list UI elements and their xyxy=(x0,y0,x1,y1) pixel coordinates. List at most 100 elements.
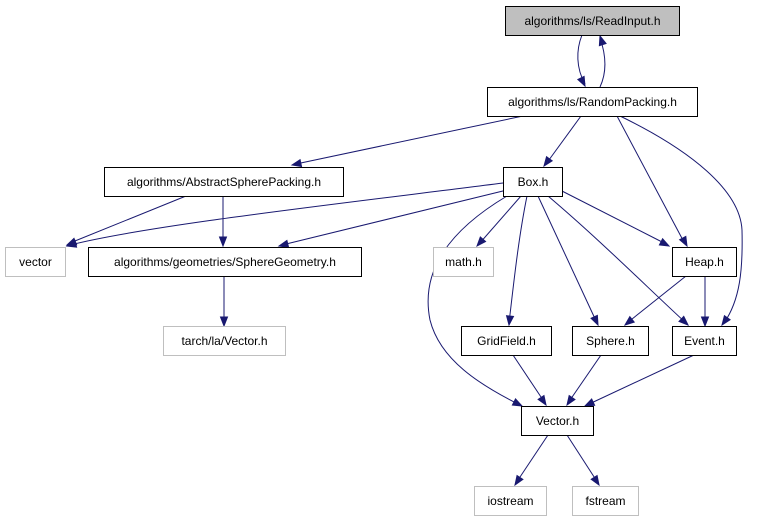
edge-vectorh-to-iostream xyxy=(514,434,549,487)
edge-arrowhead xyxy=(511,397,524,407)
edge-arrowhead xyxy=(543,155,554,168)
node-label: algorithms/geometries/SphereGeometry.h xyxy=(114,255,336,269)
edge-gridfield-to-vectorh xyxy=(512,354,547,407)
edge-line xyxy=(478,195,522,245)
node-box xyxy=(88,247,362,277)
node-box xyxy=(521,406,594,436)
edge-line xyxy=(512,354,546,404)
edge-arrowhead xyxy=(590,474,600,487)
edge-sphere-to-vectorh xyxy=(566,354,602,407)
node-label: fstream xyxy=(585,494,625,508)
edge-randompacking-to-heap xyxy=(616,115,688,248)
edge-line xyxy=(559,189,667,245)
edges-layer xyxy=(65,34,743,487)
node-label: Box.h xyxy=(518,175,549,189)
edge-arrowhead xyxy=(700,316,710,328)
node-box xyxy=(672,326,737,356)
edge-arrowhead xyxy=(566,394,576,407)
node-box xyxy=(461,326,552,356)
edge-heap-to-event xyxy=(700,276,710,328)
node-box xyxy=(672,247,737,277)
node-spheregeometry[interactable]: algorithms/geometries/SphereGeometry.h xyxy=(88,247,362,277)
node-sphere[interactable]: Sphere.h xyxy=(572,326,649,356)
edge-heap-to-sphere xyxy=(623,275,687,326)
edge-box-to-event xyxy=(547,195,690,326)
node-label: Vector.h xyxy=(536,414,579,428)
node-label: Heap.h xyxy=(685,255,724,269)
node-vectorh[interactable]: Vector.h xyxy=(521,406,594,436)
edge-arrowhead xyxy=(514,474,524,487)
edge-line xyxy=(281,189,508,246)
edge-randompacking-to-readinput xyxy=(598,34,607,88)
edge-line xyxy=(545,115,582,165)
edge-randompacking-to-box xyxy=(543,115,582,168)
edge-abstractspherepacking-to-vector_std xyxy=(65,195,187,246)
edge-arrowhead xyxy=(721,314,731,327)
node-label: Sphere.h xyxy=(586,334,635,348)
nodes-layer: algorithms/ls/ReadInput.h algorithms/ls/R… xyxy=(5,6,737,516)
node-box xyxy=(433,247,494,277)
node-box xyxy=(474,486,547,516)
edge-arrowhead xyxy=(623,315,636,326)
edge-line xyxy=(547,195,687,324)
node-label: algorithms/ls/ReadInput.h xyxy=(524,14,660,28)
edge-box-to-gridfield xyxy=(505,195,528,327)
node-abstractspherepacking[interactable]: algorithms/AbstractSpherePacking.h xyxy=(104,167,344,197)
edge-line xyxy=(566,434,599,484)
edge-arrowhead xyxy=(476,236,487,248)
edge-event-to-vectorh xyxy=(583,354,695,407)
node-box xyxy=(487,87,698,117)
node-gridfield[interactable]: GridField.h xyxy=(461,326,552,356)
node-readinput[interactable]: algorithms/ls/ReadInput.h xyxy=(505,6,680,36)
edge-arrowhead xyxy=(598,34,607,47)
edge-arrowhead xyxy=(537,394,547,407)
node-event[interactable]: Event.h xyxy=(672,326,737,356)
edge-line xyxy=(537,195,598,324)
edge-line xyxy=(619,115,743,324)
edge-line xyxy=(616,115,686,245)
edge-arrowhead xyxy=(219,316,229,328)
node-label: algorithms/ls/RandomPacking.h xyxy=(508,95,677,109)
edge-line xyxy=(69,182,504,246)
edge-line xyxy=(626,275,687,324)
edge-box-to-heap xyxy=(559,189,671,247)
node-math: math.h xyxy=(433,247,494,277)
edge-arrowhead xyxy=(678,315,690,326)
node-box xyxy=(572,486,639,516)
node-box[interactable]: Box.h xyxy=(503,167,563,197)
node-box xyxy=(572,326,649,356)
node-label: GridField.h xyxy=(477,334,536,348)
node-randompacking[interactable]: algorithms/ls/RandomPacking.h xyxy=(487,87,698,117)
edge-arrowhead xyxy=(290,158,303,168)
edge-line xyxy=(508,195,528,324)
node-label: iostream xyxy=(487,494,533,508)
node-box xyxy=(5,247,66,277)
edge-abstractspherepacking-to-spheregeometry xyxy=(218,196,228,248)
node-box xyxy=(104,167,344,197)
node-label: math.h xyxy=(445,255,482,269)
edge-randompacking-to-event xyxy=(619,115,743,327)
node-vector-std: vector xyxy=(5,247,66,277)
edge-box-to-math xyxy=(476,195,522,248)
node-heap[interactable]: Heap.h xyxy=(672,247,737,277)
edge-arrowhead xyxy=(218,236,228,248)
edge-line xyxy=(515,434,549,484)
node-box xyxy=(505,6,680,36)
node-label: vector xyxy=(19,255,52,269)
edge-arrowhead xyxy=(65,239,78,248)
edge-line xyxy=(567,354,602,404)
node-label: Event.h xyxy=(684,334,725,348)
edge-line xyxy=(586,354,695,406)
node-iostream: iostream xyxy=(474,486,547,516)
edge-arrowhead xyxy=(678,235,688,248)
edge-randompacking-to-abstractspherepacking xyxy=(290,115,524,168)
edge-box-to-sphere xyxy=(537,195,599,327)
edge-line xyxy=(295,115,524,165)
edge-arrowhead xyxy=(583,398,596,407)
edge-spheregeometry-to-tarch_vector xyxy=(219,276,229,328)
edge-arrowhead xyxy=(590,314,599,327)
edge-box-to-vectorh xyxy=(427,195,524,407)
node-box xyxy=(503,167,563,197)
